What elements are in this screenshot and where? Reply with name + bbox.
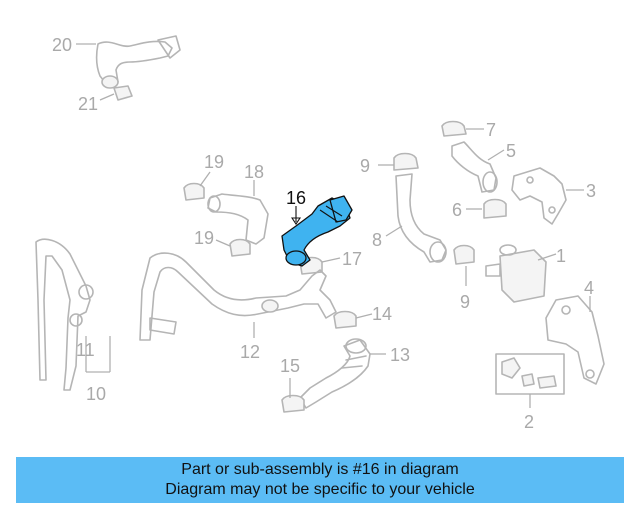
part-14-clamp[interactable] xyxy=(333,310,357,329)
callout-3: 3 xyxy=(586,181,596,201)
part-5-hose[interactable] xyxy=(451,141,498,193)
callout-2: 2 xyxy=(524,412,534,432)
callout-14: 14 xyxy=(372,304,392,324)
callout-12: 12 xyxy=(240,342,260,362)
part-20-hose[interactable] xyxy=(95,35,181,89)
callout-7: 7 xyxy=(486,120,496,140)
callout-5: 5 xyxy=(506,141,516,161)
part-16-hose-highlighted[interactable] xyxy=(281,195,353,267)
callout-6: 6 xyxy=(452,200,462,220)
part-8-hose[interactable] xyxy=(395,173,447,263)
banner-line-2: Diagram may not be specific to your vehi… xyxy=(165,481,475,498)
part-21-clamp[interactable] xyxy=(113,85,133,101)
callout-16: 16 xyxy=(286,188,306,208)
callout-18: 18 xyxy=(244,162,264,182)
part-9-clamp-lower[interactable] xyxy=(453,244,475,265)
part-13-hose[interactable] xyxy=(299,338,371,409)
part-4-bracket[interactable] xyxy=(545,295,605,385)
callout-17: 17 xyxy=(342,249,362,269)
info-banner: Part or sub-assembly is #16 in diagram D… xyxy=(16,457,624,503)
part-6-clamp[interactable] xyxy=(483,198,507,219)
part-18-hose[interactable] xyxy=(207,193,269,245)
callout-1: 1 xyxy=(556,246,566,266)
callout-8: 8 xyxy=(372,230,382,250)
callout-13: 13 xyxy=(390,345,410,365)
callout-19-lower: 19 xyxy=(194,228,214,248)
part-1-valve[interactable] xyxy=(485,244,547,303)
part-9-clamp-upper[interactable] xyxy=(393,152,419,171)
callout-11: 11 xyxy=(76,340,95,360)
callout-9-lower: 9 xyxy=(460,292,470,312)
banner-line-1: Part or sub-assembly is #16 in diagram xyxy=(181,461,459,478)
part-15-clamp[interactable] xyxy=(281,394,305,413)
callout-15: 15 xyxy=(280,356,300,376)
part-12-pipe[interactable] xyxy=(139,252,337,341)
part-3-bracket[interactable] xyxy=(511,167,567,225)
callout-20: 20 xyxy=(52,35,72,55)
parts-diagram: 20 21 7 5 9 8 9 3 6 xyxy=(35,35,605,432)
part-19-clamp-lower[interactable] xyxy=(229,238,251,257)
callout-19-upper: 19 xyxy=(204,152,224,172)
callout-9-upper: 9 xyxy=(360,156,370,176)
part-2-hardware-kit[interactable] xyxy=(495,353,565,395)
callout-21: 21 xyxy=(78,94,98,114)
callout-10: 10 xyxy=(86,384,106,404)
part-19-clamp-upper[interactable] xyxy=(183,182,205,201)
callout-4: 4 xyxy=(584,278,594,298)
part-7-clamp[interactable] xyxy=(441,120,467,137)
part-10-pipe-assembly[interactable] xyxy=(35,238,94,391)
